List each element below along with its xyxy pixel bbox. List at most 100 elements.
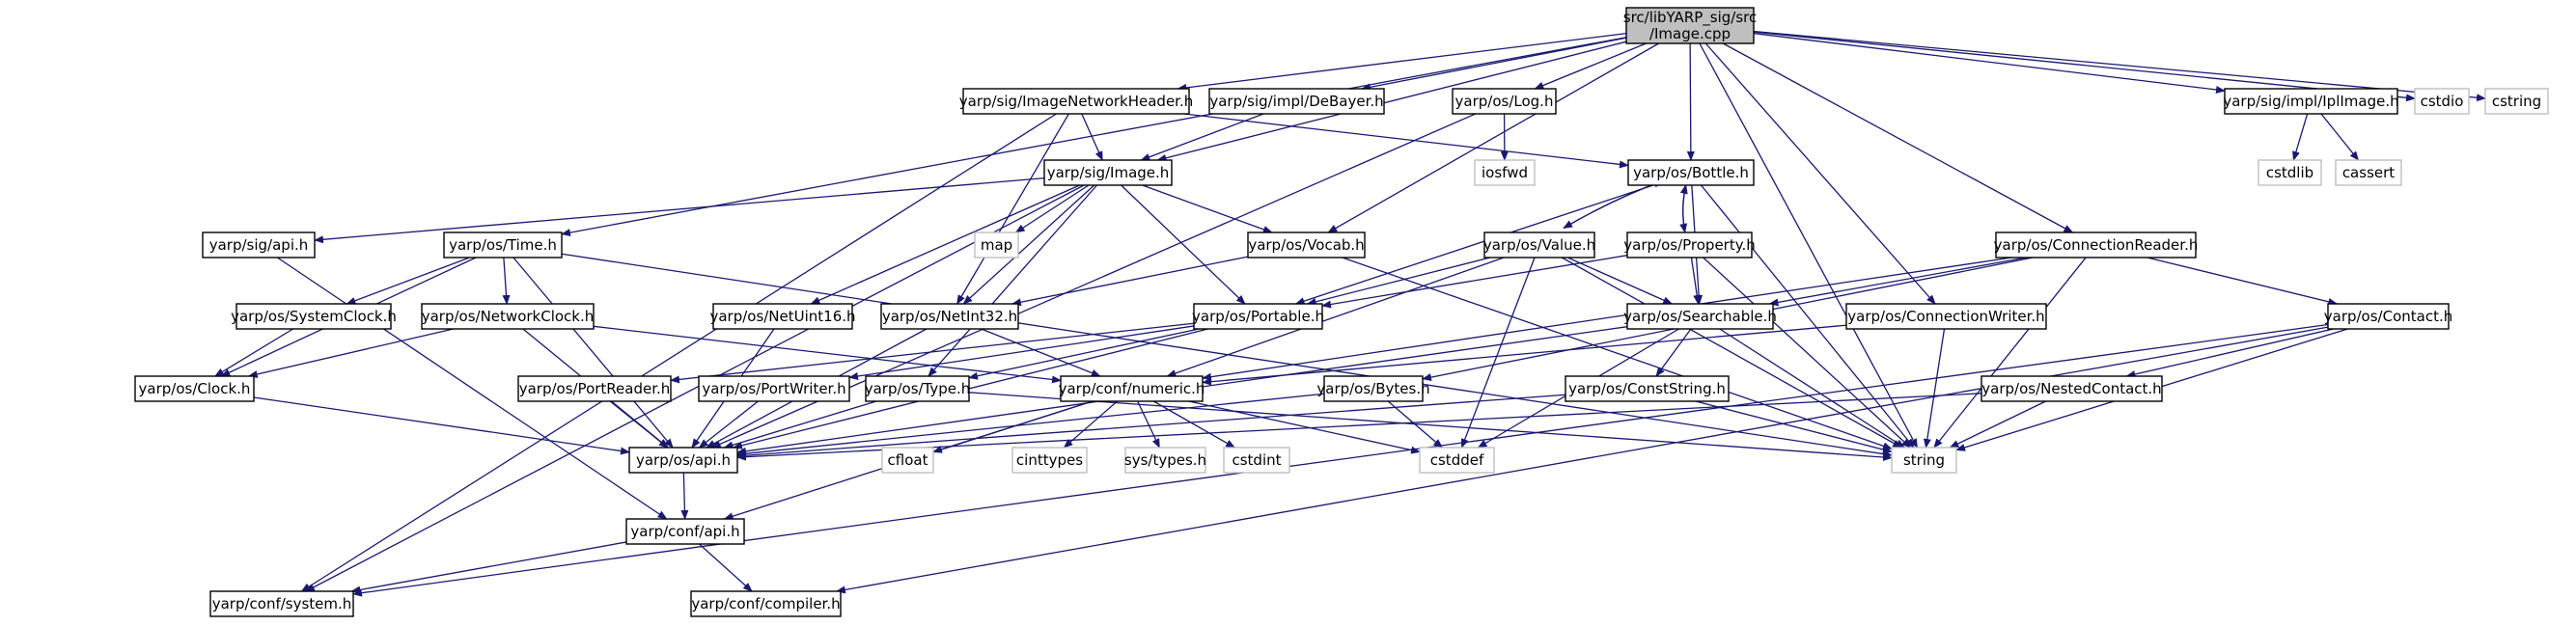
edge-root-to-log <box>1534 42 1647 90</box>
node-image[interactable]: yarp/sig/Image.h <box>1043 159 1173 186</box>
node-bytes[interactable]: yarp/os/Bytes.h <box>1316 375 1430 402</box>
edge-connwriter-to-numeric <box>1202 324 1847 386</box>
node-property-box <box>1626 231 1753 259</box>
edge-property-to-searchable <box>1690 257 1702 305</box>
node-confapi[interactable]: yarp/conf/api.h <box>625 518 745 545</box>
edge-connwriter-to-string <box>1923 328 1946 449</box>
edge-image-to-vocab <box>1142 184 1273 233</box>
node-cstdint: cstdint <box>1223 447 1290 474</box>
node-nestedcontact[interactable]: yarp/os/NestedContact.h <box>1980 375 2163 402</box>
edge-debayer-to-image <box>1140 113 1264 161</box>
node-iosfwd-label: iosfwd <box>1482 164 1528 181</box>
node-portwriter[interactable]: yarp/os/PortWriter.h <box>698 375 850 402</box>
edge-searchable-to-string <box>1719 328 1906 449</box>
node-cassert: cassert <box>2335 159 2402 186</box>
edge-root-to-iplimage <box>1753 32 2226 94</box>
edge-image-to-netuint16 <box>810 184 1080 305</box>
node-systypes: sys/types.h <box>1124 447 1206 474</box>
edge-netclock-to-numeric <box>593 325 1062 384</box>
node-string: string <box>1891 447 1957 474</box>
node-confapi-label: yarp/conf/api.h <box>630 523 739 540</box>
edge-numeric-to-cstdint <box>1152 400 1236 449</box>
node-map: map <box>974 231 1019 259</box>
edge-imgnethdr-to-bottle <box>1183 113 1629 169</box>
node-imgnethdr-label: yarp/sig/ImageNetworkHeader.h <box>959 93 1194 110</box>
node-cfloat: cfloat <box>881 447 934 474</box>
edge-time-to-string <box>561 253 1893 458</box>
node-bottle[interactable]: yarp/os/Bottle.h <box>1627 159 1755 186</box>
node-debayer[interactable]: yarp/sig/impl/DeBayer.h <box>1208 88 1385 115</box>
node-numeric-box <box>1060 375 1204 402</box>
node-netuint16[interactable]: yarp/os/NetUint16.h <box>709 303 856 330</box>
node-portreader[interactable]: yarp/os/PortReader.h <box>517 375 672 402</box>
edge-layer <box>214 30 2486 597</box>
node-osapi[interactable]: yarp/os/api.h <box>628 447 738 474</box>
edge-property-to-bottle <box>1679 183 1688 233</box>
edge-image-to-map <box>1014 184 1090 233</box>
node-confapi-box <box>625 518 745 545</box>
edge-portable-to-type <box>968 328 1200 380</box>
node-netclock[interactable]: yarp/os/NetworkClock.h <box>421 303 595 330</box>
edge-contact-to-system <box>352 323 2329 597</box>
node-connreader[interactable]: yarp/os/ConnectionReader.h <box>1994 231 2199 259</box>
edge-numeric-to-cinttypes <box>1063 400 1118 449</box>
node-system-label: yarp/conf/system.h <box>212 595 352 612</box>
node-clock-box <box>134 375 255 402</box>
node-portwriter-label: yarp/os/PortWriter.h <box>702 380 845 397</box>
node-cstdint-box <box>1223 447 1290 474</box>
node-time[interactable]: yarp/os/Time.h <box>443 231 563 259</box>
node-iplimage-box <box>2224 88 2398 115</box>
node-clock[interactable]: yarp/os/Clock.h <box>134 375 255 402</box>
edge-root-to-string <box>1699 42 1919 449</box>
node-connwriter[interactable]: yarp/os/ConnectionWriter.h <box>1845 303 2047 330</box>
node-value[interactable]: yarp/os/Value.h <box>1483 231 1595 259</box>
node-imgnethdr[interactable]: yarp/sig/ImageNetworkHeader.h <box>959 88 1194 115</box>
node-image-box <box>1043 159 1173 186</box>
node-map-label: map <box>981 236 1012 254</box>
edge-iplimage-to-cstdlib <box>2292 113 2309 161</box>
edge-type-to-osapi <box>723 400 877 449</box>
node-type-box <box>865 375 970 402</box>
node-conststring-box <box>1565 375 1730 402</box>
node-sigapi[interactable]: yarp/sig/api.h <box>202 231 316 259</box>
node-iplimage-label: yarp/sig/impl/IplImage.h <box>2223 93 2398 110</box>
node-sysclock[interactable]: yarp/os/SystemClock.h <box>231 303 397 330</box>
edge-root-to-debayer <box>1360 37 1627 92</box>
edge-connreader-to-numeric <box>1202 257 2012 381</box>
node-searchable[interactable]: yarp/os/Searchable.h <box>1623 303 1777 330</box>
node-portable[interactable]: yarp/os/Portable.h <box>1192 303 1324 330</box>
node-root[interactable]: src/libYARP_sig/src/Image.cpp <box>1623 7 1758 44</box>
node-cstddef-label: cstddef <box>1430 451 1484 469</box>
node-numeric[interactable]: yarp/conf/numeric.h <box>1059 375 1205 402</box>
edge-connreader-to-contact <box>2147 257 2339 306</box>
node-compiler[interactable]: yarp/conf/compiler.h <box>690 590 842 617</box>
node-vocab[interactable]: yarp/os/Vocab.h <box>1247 231 1366 259</box>
node-property[interactable]: yarp/os/Property.h <box>1623 231 1756 259</box>
edge-value-to-searchable <box>1566 257 1674 305</box>
edge-bottle-to-string <box>1701 184 1915 449</box>
edge-sysclock-to-clock <box>214 328 293 377</box>
node-time-box <box>443 231 563 259</box>
node-cstdlib-label: cstdlib <box>2266 164 2313 181</box>
node-conststring[interactable]: yarp/os/ConstString.h <box>1565 375 1730 402</box>
node-type[interactable]: yarp/os/Type.h <box>865 375 971 402</box>
node-system[interactable]: yarp/conf/system.h <box>209 590 354 617</box>
node-netint32[interactable]: yarp/os/NetInt32.h <box>880 303 1019 330</box>
node-property-label: yarp/os/Property.h <box>1623 236 1755 254</box>
edge-clock-to-osapi <box>253 396 630 455</box>
edge-image-to-sigapi <box>314 177 1045 244</box>
node-contact[interactable]: yarp/os/Contact.h <box>2324 303 2453 330</box>
node-iplimage[interactable]: yarp/sig/impl/IplImage.h <box>2223 88 2399 115</box>
node-cstdio-label: cstdio <box>2421 93 2464 110</box>
node-root-box <box>1625 7 1755 44</box>
node-cstring: cstring <box>2484 88 2549 115</box>
node-bottle-label: yarp/os/Bottle.h <box>1633 164 1749 181</box>
node-log[interactable]: yarp/os/Log.h <box>1452 88 1557 115</box>
edge-image-to-netint32 <box>962 184 1095 305</box>
node-debayer-box <box>1208 88 1385 115</box>
node-nestedcontact-label: yarp/os/NestedContact.h <box>1981 380 2161 397</box>
edge-nestedcontact-to-string <box>1949 400 2046 449</box>
node-netint32-box <box>880 303 1019 330</box>
edge-netint32-to-numeric <box>981 328 1101 377</box>
